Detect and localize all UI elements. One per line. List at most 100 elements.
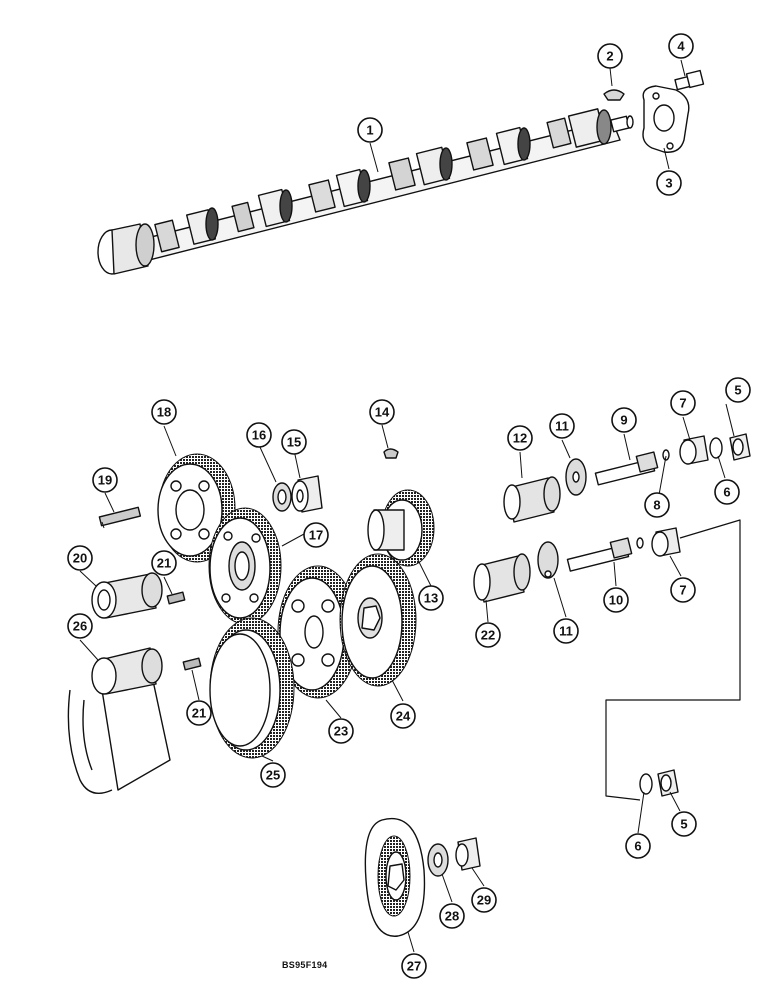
document-code: BS95F194: [282, 960, 328, 970]
callout-6: 6: [714, 479, 740, 505]
callout-circle: [281, 429, 307, 455]
thrust-washer-upper: [565, 458, 587, 496]
callout-circle: [328, 718, 354, 744]
callout-number: 22: [481, 628, 495, 643]
callout-9: 9: [611, 407, 637, 433]
flat-washer: [427, 843, 449, 877]
callout-circle: [549, 413, 575, 439]
callout-number: 17: [309, 528, 323, 543]
callout-number: 10: [609, 593, 623, 608]
callout-7: 7: [670, 390, 696, 416]
o-ring-lower: [639, 773, 653, 795]
crankshaft-gear: [339, 553, 417, 687]
callout-circle: [357, 117, 383, 143]
callout-number: 5: [734, 383, 741, 398]
callout-number: 29: [477, 893, 491, 908]
callout-number: 18: [157, 405, 171, 420]
callout-number: 4: [677, 39, 685, 54]
callout-22: 22: [475, 622, 501, 648]
callout-10: 10: [603, 587, 629, 613]
callout-circle: [401, 953, 427, 979]
callout-circle: [369, 399, 395, 425]
callout-20: 20: [67, 545, 93, 571]
callout-14: 14: [369, 399, 395, 425]
callout-circle: [390, 703, 416, 729]
ring-gear: [209, 617, 295, 759]
callout-27: 27: [401, 953, 427, 979]
callout-circle: [656, 170, 682, 196]
callout-number: 28: [445, 909, 459, 924]
callout-19: 19: [92, 467, 118, 493]
callout-3: 3: [656, 170, 682, 196]
nut-upper: [729, 433, 751, 461]
callout-7: 7: [670, 577, 696, 603]
callout-26: 26: [67, 613, 93, 639]
callout-number: 12: [513, 431, 527, 446]
callout-circle: [151, 550, 177, 576]
housing-hub: [67, 647, 171, 794]
nut-lower: [657, 769, 679, 797]
callout-circle: [625, 833, 651, 859]
callout-number: 21: [157, 556, 171, 571]
callout-circle: [475, 622, 501, 648]
spacer-lower: [651, 527, 681, 557]
callout-circle: [92, 467, 118, 493]
idler-gear: [208, 507, 282, 625]
callout-number: 15: [287, 435, 301, 450]
roll-pin: [182, 657, 202, 671]
callout-circle: [67, 613, 93, 639]
woodruff-key: [603, 89, 625, 101]
callout-number: 19: [98, 473, 112, 488]
bolt: [674, 69, 705, 91]
callout-circle: [597, 43, 623, 69]
callout-number: 7: [679, 583, 686, 598]
callout-21: 21: [186, 700, 212, 726]
callout-15: 15: [281, 429, 307, 455]
callout-circle: [471, 887, 497, 913]
callout-6: 6: [625, 833, 651, 859]
gear: [277, 565, 359, 699]
callout-24: 24: [390, 703, 416, 729]
callout-circle: [553, 618, 579, 644]
callout-11: 11: [549, 413, 575, 439]
callout-circle: [439, 903, 465, 929]
thrust-plate-hole: [653, 104, 675, 132]
callout-number: 6: [634, 839, 641, 854]
hex-nut: [455, 837, 481, 871]
callout-29: 29: [471, 887, 497, 913]
callout-28: 28: [439, 903, 465, 929]
callout-circle: [303, 522, 329, 548]
idler-shaft-lower: [566, 537, 644, 572]
callout-17: 17: [303, 522, 329, 548]
callout-number: 21: [192, 706, 206, 721]
callout-12: 12: [507, 425, 533, 451]
callout-number: 6: [723, 485, 730, 500]
callout-number: 11: [559, 624, 573, 639]
callout-circle: [151, 399, 177, 425]
callout-1: 1: [357, 117, 383, 143]
callout-circle: [714, 479, 740, 505]
dowel-stud: [98, 506, 142, 529]
pump-drive-plate: [364, 818, 426, 937]
small-gear-hub: [367, 489, 435, 567]
callout-number: 2: [606, 49, 613, 64]
callout-circle: [260, 762, 286, 788]
washer: [272, 482, 292, 512]
callout-circle: [668, 33, 694, 59]
callout-number: 8: [653, 498, 660, 513]
nut: [291, 475, 323, 513]
callout-number: 26: [73, 619, 87, 634]
callout-circle: [670, 577, 696, 603]
callout-number: 3: [665, 176, 672, 191]
callout-number: 11: [555, 419, 569, 434]
callout-11: 11: [553, 618, 579, 644]
callout-number: 16: [252, 428, 266, 443]
idler-bushing-upper: [503, 476, 561, 523]
callout-circle: [644, 492, 670, 518]
key: [383, 448, 399, 459]
idler-bushing-lower: [473, 553, 531, 603]
callout-number: 24: [396, 709, 411, 724]
callout-circle: [611, 407, 637, 433]
callout-circle: [246, 422, 272, 448]
